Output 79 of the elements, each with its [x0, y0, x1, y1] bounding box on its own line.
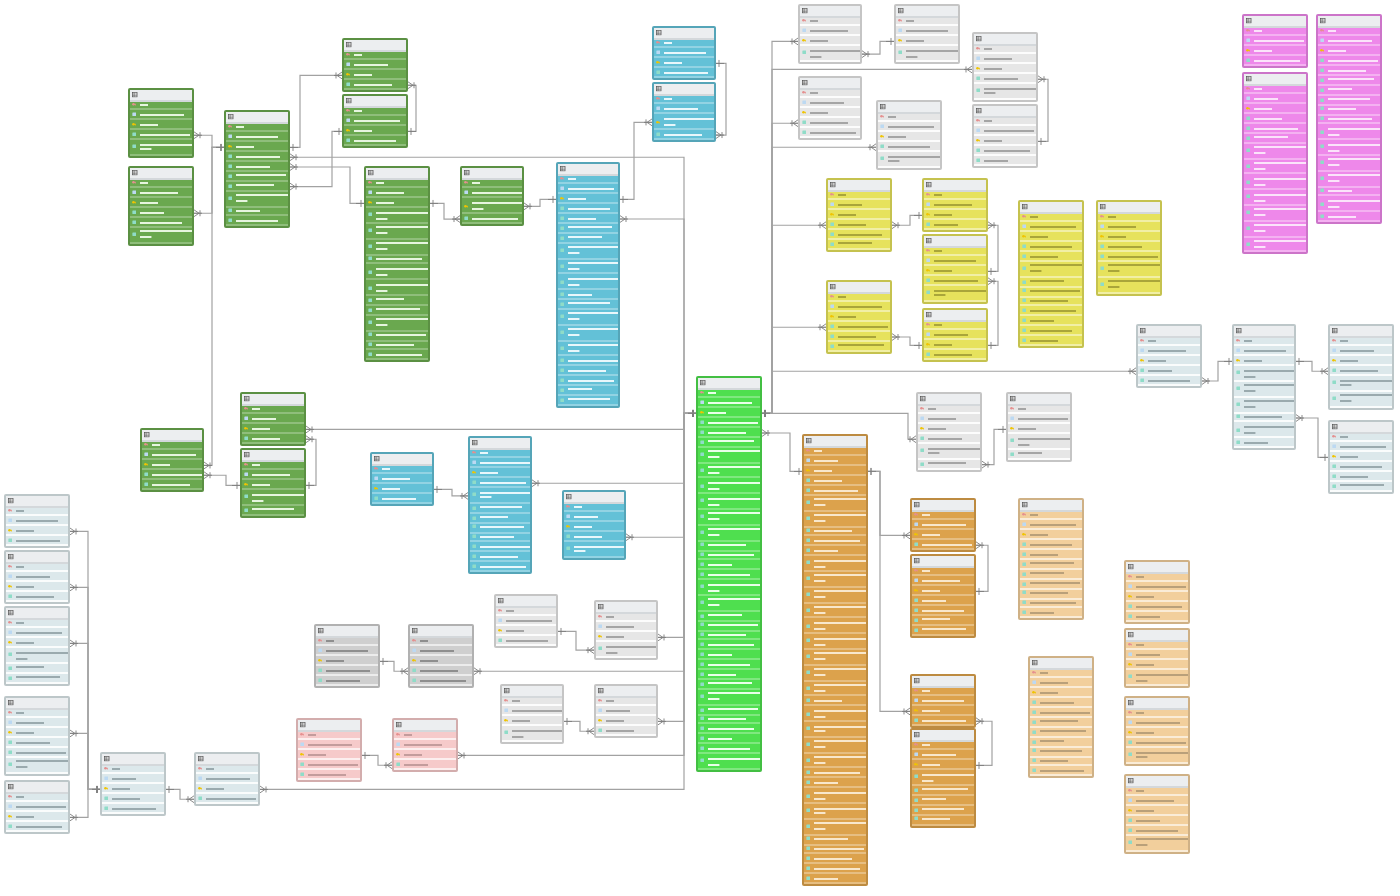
table-card: [1018, 200, 1084, 348]
connector-line: [289, 163, 365, 208]
table-card: [4, 780, 70, 835]
table-card: [802, 434, 868, 887]
table-card: [910, 674, 976, 729]
table-card: [4, 606, 70, 686]
table-card: [556, 162, 620, 408]
table-card: [1028, 656, 1094, 779]
table-card: [342, 94, 408, 149]
table-card: [798, 76, 862, 140]
table-card: [4, 494, 70, 549]
table-card: [922, 178, 988, 233]
table-card: [194, 752, 260, 807]
table-card: [240, 392, 306, 447]
table-card: [1136, 324, 1202, 388]
table-card: [500, 684, 564, 744]
table-card: [128, 88, 194, 158]
connector-line: [1201, 357, 1233, 385]
table-card: [1124, 628, 1190, 688]
table-card: [1018, 498, 1084, 621]
table-card: [922, 308, 988, 363]
table-card: [916, 392, 982, 472]
table-card: [876, 100, 942, 170]
connector-line: [289, 127, 343, 191]
connector-line: [867, 467, 911, 716]
table-card: [494, 594, 558, 649]
table-card: [894, 4, 960, 64]
table-card: [1096, 200, 1162, 296]
connector-line: [761, 429, 803, 476]
table-card: [594, 600, 658, 660]
table-card: [224, 110, 290, 229]
table-card: [4, 696, 70, 776]
table-card: [296, 718, 362, 782]
table-card: [1124, 774, 1190, 854]
table-card: [826, 178, 892, 252]
table-card: [140, 428, 204, 492]
table-card: [1242, 72, 1308, 255]
table-card: [314, 624, 380, 688]
table-card: [1242, 14, 1308, 69]
connector-line: [987, 277, 999, 350]
table-card: [342, 38, 408, 93]
table-card: [1124, 560, 1190, 624]
table-card: [1328, 420, 1394, 494]
table-card: [100, 752, 166, 816]
connector-line: [975, 717, 993, 770]
table-card: [1232, 324, 1296, 451]
table-card: [826, 280, 892, 354]
table-card: [922, 234, 988, 304]
connector-line: [433, 485, 469, 500]
table-card: [1316, 14, 1382, 225]
connector-line: [407, 81, 417, 136]
table-card: [128, 166, 194, 246]
table-card: [408, 624, 474, 688]
connector-line: [289, 71, 343, 152]
table-card: [972, 104, 1038, 168]
table-card: [798, 4, 862, 64]
table-card: [652, 26, 716, 81]
connector-line: [557, 627, 595, 654]
table-card: [1006, 392, 1072, 462]
table-card: [1124, 696, 1190, 766]
connector-line: [715, 59, 727, 139]
table-card: [562, 490, 626, 560]
table-card: [364, 166, 430, 363]
table-card: [910, 728, 976, 828]
connector-line: [761, 409, 917, 444]
table-card: [972, 32, 1038, 102]
table-card: [4, 550, 70, 605]
table-card: [370, 452, 434, 507]
table-card: [460, 166, 524, 226]
table-card: [240, 448, 306, 518]
table-card: [652, 82, 716, 142]
table-card: [468, 436, 532, 575]
table-card: [910, 554, 976, 638]
table-card: [1328, 324, 1394, 410]
table-card: [594, 684, 658, 739]
connector-line: [981, 425, 1007, 469]
table-card: [910, 498, 976, 553]
table-card: [696, 376, 762, 772]
table-card: [392, 718, 458, 773]
